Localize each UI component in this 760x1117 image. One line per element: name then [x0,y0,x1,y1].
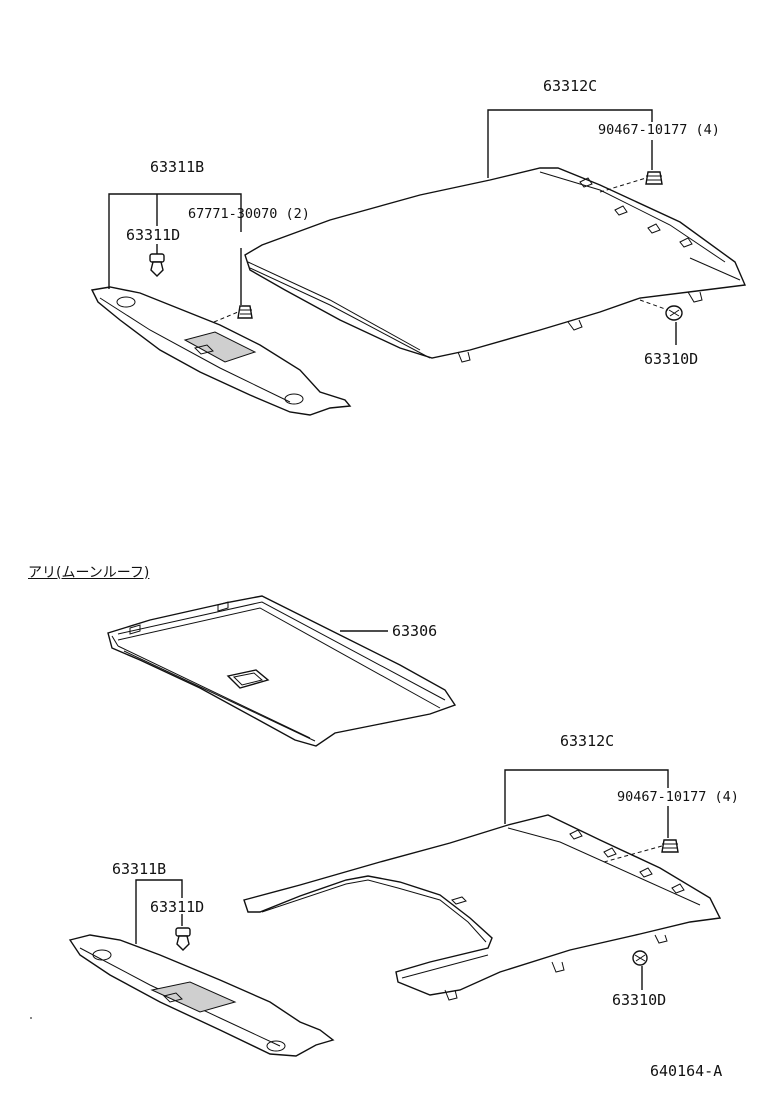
top-leaders [108,109,677,345]
top-front-trim-clip2-label: 67771-30070 (2) [188,206,310,222]
bottom-clip-63310D [632,950,648,966]
bottom-roof-headlining-label: 63312C [560,732,615,750]
bottom-clip-90467 [661,839,679,853]
top-front-trim-label: 63311B [150,158,205,176]
variant-note: アリ(ムーンルーフ) [28,565,150,581]
top-roof-clip-label: 90467-10177 (4) [598,122,720,138]
top-roof-headlining-label: 63312C [543,77,598,95]
bottom-front-trim [68,934,335,1057]
figure-code: 640164-A [650,1062,723,1080]
top-clip-67771 [237,305,253,319]
bottom-roof-headlining [243,814,722,1001]
bottom-front-trim-label: 63311B [112,860,167,878]
top-rear-clip-label: 63310D [644,350,699,368]
top-clip-63310D [665,305,683,321]
top-roof-headlining [244,167,747,363]
top-front-trim-clip-label: 63311D [126,226,181,244]
bottom-roof-clip-label: 90467-10177 (4) [617,789,739,805]
bottom-front-trim-clip-label: 63311D [150,898,205,916]
top-clip-90467 [645,171,663,185]
bottom-rear-clip-label: 63310D [612,991,667,1009]
top-front-trim [90,286,352,416]
bottom-clip-63311D [175,927,191,951]
bottom-leaders [135,630,669,990]
sunroof-panel [107,595,457,747]
sunroof-panel-label: 63306 [392,622,438,640]
top-clip-63311D [149,253,165,277]
